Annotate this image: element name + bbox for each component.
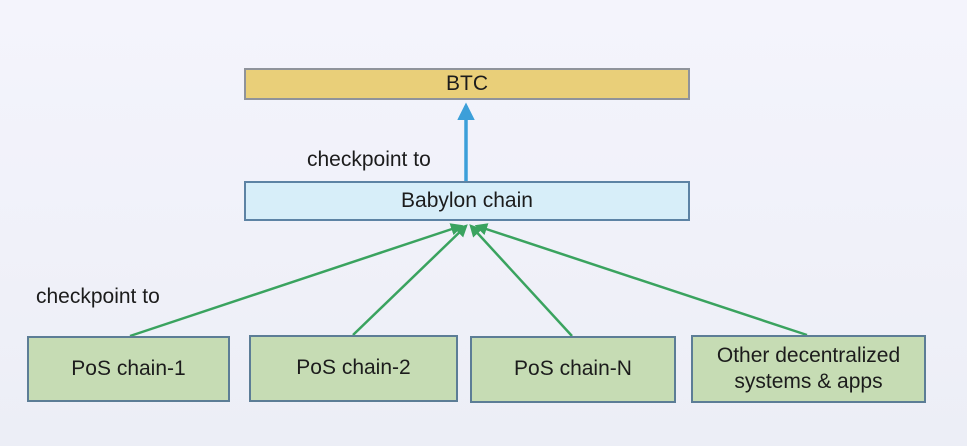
node-babylon-chain: Babylon chain [244, 181, 690, 221]
node-pos-chain-1-label: PoS chain-1 [71, 356, 186, 380]
node-pos-chain-2: PoS chain-2 [249, 335, 458, 402]
node-babylon-chain-label: Babylon chain [401, 188, 533, 212]
node-pos-chain-n-label: PoS chain-N [514, 357, 632, 381]
arrow-pos1-to-babylon [129, 223, 464, 338]
node-pos-chain-2-label: PoS chain-2 [296, 356, 411, 380]
checkpoint-to-label-top: checkpoint to [307, 148, 431, 171]
node-pos-chain-n: PoS chain-N [470, 336, 676, 403]
arrow-pos2-to-babylon [352, 224, 468, 336]
node-other-decentralized-systems: Other decentralized systems & apps [691, 335, 926, 403]
arrow-posn-to-babylon [469, 224, 573, 337]
arrow-other-to-babylon [474, 223, 808, 337]
node-btc: BTC [244, 68, 690, 100]
checkpoint-to-label-left: checkpoint to [36, 285, 160, 308]
node-pos-chain-1: PoS chain-1 [27, 336, 230, 402]
node-other-decentralized-systems-label: Other decentralized systems & apps [716, 343, 901, 393]
node-btc-label: BTC [446, 71, 488, 95]
